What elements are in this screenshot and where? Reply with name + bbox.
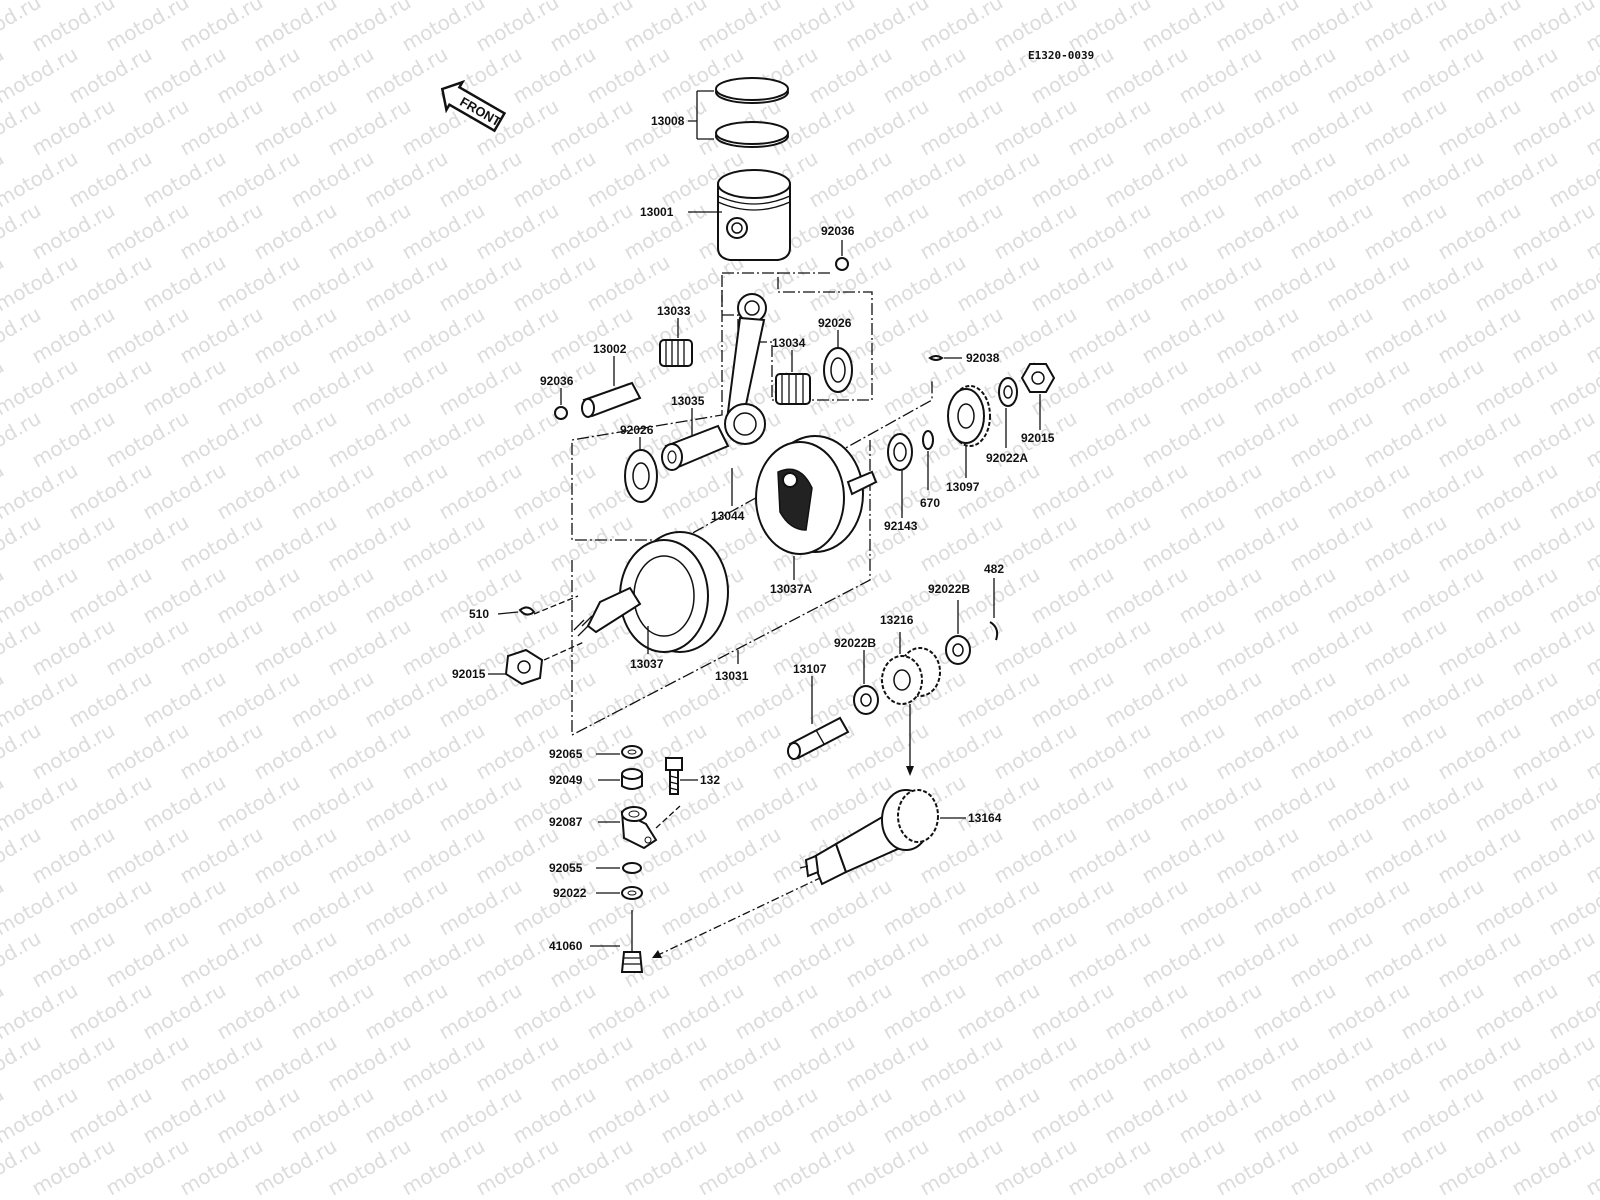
piston-ring-icon	[715, 77, 789, 148]
circlip-icon	[554, 406, 568, 420]
label-92036-left: 92036	[540, 374, 574, 388]
pump-sleeve-icon	[620, 806, 658, 850]
label-92038: 92038	[966, 351, 1000, 365]
piston-pin-icon	[581, 381, 642, 418]
circlip-icon	[989, 621, 999, 641]
label-13107: 13107	[793, 662, 827, 676]
label-510: 510	[469, 607, 489, 621]
label-13044: 13044	[711, 509, 745, 523]
o-ring-icon	[922, 430, 934, 450]
hex-nut-icon	[1020, 363, 1056, 393]
thrust-washer-icon	[624, 449, 658, 503]
label-92036-top: 92036	[821, 224, 855, 238]
label-92015-right: 92015	[1021, 431, 1055, 445]
needle-bearing-icon	[659, 339, 693, 367]
label-92087: 92087	[549, 815, 583, 829]
label-92055: 92055	[549, 861, 583, 875]
label-92022A: 92022A	[986, 451, 1028, 465]
washer-icon	[621, 745, 643, 759]
label-13031: 13031	[715, 669, 749, 683]
primary-gear-icon	[947, 385, 991, 447]
label-41060: 41060	[549, 939, 583, 953]
piston-icon	[717, 169, 791, 261]
leader-13008	[688, 90, 714, 140]
idle-shaft-icon	[787, 716, 850, 760]
crank-flywheel-left-icon	[573, 531, 729, 653]
label-92026-left: 92026	[620, 423, 654, 437]
washer-icon	[998, 377, 1018, 407]
label-13034: 13034	[772, 336, 806, 350]
label-13097: 13097	[946, 480, 980, 494]
leader-92087-guide	[655, 805, 681, 829]
leader-510	[497, 611, 519, 615]
label-92022B-mid: 92022B	[834, 636, 876, 650]
label-482: 482	[984, 562, 1004, 576]
arrow-head-icon	[652, 950, 662, 958]
label-13164: 13164	[968, 811, 1002, 825]
label-13008: 13008	[651, 114, 685, 128]
washer-icon	[853, 685, 879, 715]
label-13037: 13037	[630, 657, 664, 671]
crank-pin-icon	[661, 424, 730, 471]
label-13216: 13216	[880, 613, 914, 627]
woodruff-key-icon	[518, 606, 536, 616]
collar-icon	[887, 433, 913, 471]
leader-92015-left-guide	[543, 641, 585, 661]
crank-group-outline	[571, 272, 933, 541]
bolt-icon	[665, 757, 683, 795]
label-92022B-top: 92022B	[928, 582, 970, 596]
conrod-group-outline	[721, 272, 873, 401]
connecting-rod-icon	[724, 293, 767, 445]
label-13001: 13001	[640, 205, 674, 219]
front-arrow-icon: FRONT	[440, 79, 507, 133]
label-92022: 92022	[553, 886, 587, 900]
pump-drive-shaft-icon	[620, 910, 644, 973]
label-92015-left: 92015	[452, 667, 486, 681]
leader-510-guide	[533, 595, 579, 615]
label-13002: 13002	[593, 342, 627, 356]
label-13037A: 13037A	[770, 582, 812, 596]
label-132: 132	[700, 773, 720, 787]
idle-gear-icon	[881, 647, 941, 705]
shaft-guide-line	[655, 877, 821, 957]
label-92026-right: 92026	[818, 316, 852, 330]
circlip-icon	[835, 257, 849, 271]
crank-flywheel-right-icon	[755, 435, 878, 555]
balancer-shaft-icon	[799, 789, 939, 886]
label-92065: 92065	[549, 747, 583, 761]
label-670: 670	[920, 496, 940, 510]
needle-bearing-icon	[775, 373, 811, 405]
o-ring-icon	[622, 862, 642, 874]
label-13033: 13033	[657, 304, 691, 318]
arrow-head-icon	[906, 766, 914, 776]
woodruff-key-icon	[928, 355, 944, 361]
label-92049: 92049	[549, 773, 583, 787]
washer-icon	[945, 635, 971, 665]
diagram-code: E1320-0039	[1028, 49, 1094, 62]
label-92143: 92143	[884, 519, 918, 533]
oil-seal-icon	[621, 768, 643, 790]
label-13035: 13035	[671, 394, 705, 408]
hex-nut-icon	[504, 648, 544, 686]
thrust-washer-icon	[823, 347, 853, 393]
washer-icon	[621, 886, 643, 900]
